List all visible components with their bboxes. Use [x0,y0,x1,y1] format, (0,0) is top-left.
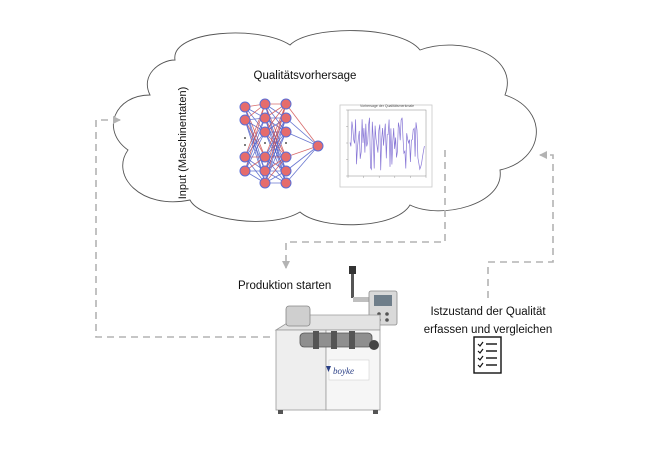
nn-ellipsis-dot [264,142,266,144]
nn-edge [285,145,319,184]
machine-leg [373,410,378,414]
arrow-quality-to-cloud [487,151,554,298]
nn-ellipsis-dot [244,137,246,139]
chart-title: Vorhersage der Qualitätsmerkmale [359,104,415,108]
nn-edge [244,106,266,158]
nn-ellipsis-dot [244,144,246,146]
nn-node [259,98,271,110]
nn-node [239,114,251,126]
signal-tower-top [349,266,356,274]
nn-node [280,151,292,163]
production-label: Produktion starten [238,280,332,292]
chart-series-line [349,117,425,171]
extruder-die [369,340,379,350]
prediction-chart [339,104,433,188]
nn-node [239,101,251,113]
nn-node [259,177,271,189]
nn-edge [285,117,319,147]
nn-node [280,98,292,110]
nn-edge [285,103,319,147]
nn-edge [244,103,266,158]
nn-edge [285,145,319,158]
nn-node [312,140,324,152]
nn-node [259,151,271,163]
nn-node [280,112,292,124]
nn-ellipsis-dot [285,142,287,144]
control-panel-knob [385,312,389,316]
machine-leg [278,410,283,414]
nn-edge [264,103,287,158]
nn-node [239,165,251,177]
signal-tower [351,270,354,298]
neural-network-icon [239,98,324,189]
nn-node [259,126,271,138]
nn-node [280,177,292,189]
nn-node [280,126,292,138]
cloud-title: Qualitätsvorhersage [253,70,357,82]
chart-ticks [346,109,427,178]
arrow-machine-to-cloud [95,116,270,338]
nn-edge [264,103,287,133]
control-panel-knob [385,318,389,322]
nn-node [280,165,292,177]
nn-edge [285,145,319,172]
nn-node [239,151,251,163]
machine-logo-icon [326,366,331,372]
control-panel-arm [353,297,373,302]
arrow-prediction-to-production [282,150,446,269]
extruder-machine [274,266,398,414]
nn-edge [264,156,287,184]
nn-edge [244,117,266,172]
quality-check-label: Istzustand der Qualität erfassen und ver… [423,306,553,336]
machine-brand-label: boyke [333,366,354,376]
nn-node [259,165,271,177]
input-label: Input (Maschinentaten) [177,86,189,200]
nn-edge [244,131,266,172]
extruder-heater-band [349,331,355,349]
extruder-heater-band [331,331,337,349]
extruder-heater-band [313,331,319,349]
machine-feeder [285,305,311,327]
control-panel-screen [374,295,392,306]
checklist-icon [473,336,502,374]
nn-node [259,112,271,124]
nn-edge [285,131,319,147]
